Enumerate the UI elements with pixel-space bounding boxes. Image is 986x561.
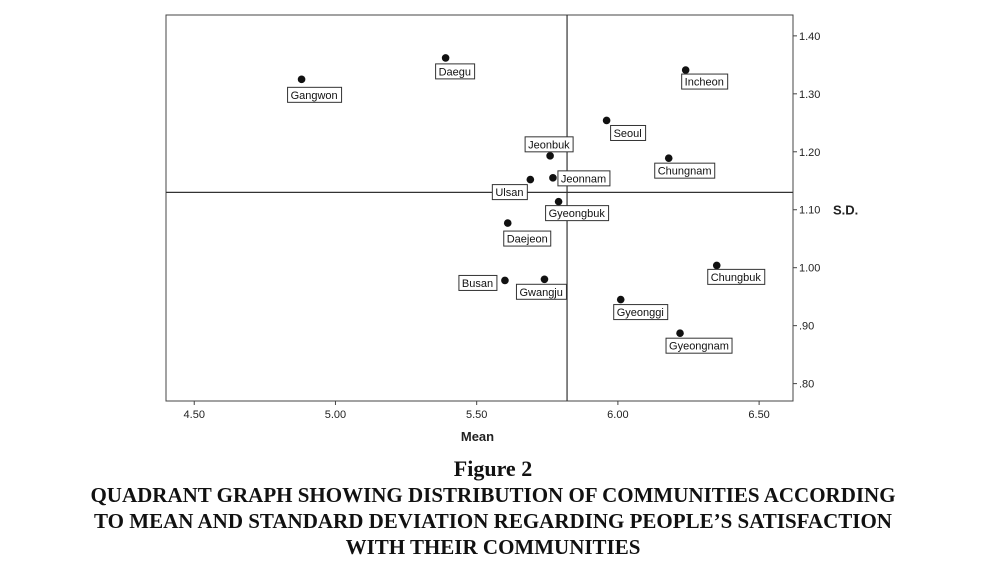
data-point-marker [676,329,684,337]
data-point-label-box [287,86,343,103]
data-point-label: Gangwon [291,90,338,102]
data-point-label: Daegu [439,66,471,78]
data-point-group: Gangwon [287,75,343,103]
data-point-group: Ulsan [491,175,535,201]
data-point-label-box [610,124,647,141]
data-point-label-box [654,162,716,179]
data-point-group: Jeonnam [549,170,611,187]
data-point-label-box [557,170,611,187]
x-tick-label: 6.50 [748,409,769,421]
y-tick-label: .80 [799,379,814,391]
data-point-group: Gwangju [515,275,567,300]
data-point-marker [664,154,673,162]
quadrant-scatter-chart: 4.50 5.00 5.50 6.00 6.50 .80 .90 1.00 1.10 1.20 1… [165,14,858,444]
data-point-group: Chungnam [654,154,716,179]
data-point-label-box [503,230,552,247]
y-tick-label: 1.00 [799,263,820,275]
data-point-label-box [613,304,669,321]
x-axis-title: Mean [461,429,494,444]
x-tick-label: 5.00 [325,409,346,421]
data-point-label-box [458,274,498,291]
plot-frame [165,14,794,402]
x-tick-label: 6.00 [607,409,628,421]
data-point-marker [546,152,554,160]
data-point-group: Jeonbuk [524,136,574,160]
data-point-marker [549,174,557,182]
data-point-label-box [681,73,729,90]
data-point-marker [602,116,611,125]
data-points: Gangwon DaeguIncheonSeoulJeonbukChungnamJ… [287,54,766,354]
x-tick-label: 4.50 [184,409,205,421]
data-point-label-box [515,283,567,300]
data-point-label-box [524,136,574,153]
data-point-group: Incheon [681,66,729,90]
figure-caption: QUADRANT GRAPH SHOWING DISTRIBUTION OF C… [0,482,986,560]
data-point-label: Gyeonggi [617,307,664,319]
x-tick-label: 5.50 [466,409,487,421]
data-point-label: Jeonbuk [528,139,570,151]
data-point-label-box [435,63,476,80]
data-point-label: Gyeongnam [669,341,729,353]
data-point-group: Seoul [602,116,647,141]
data-point-label-box [491,184,528,201]
y-tick-label: 1.10 [799,205,820,217]
data-point-label: Ulsan [495,187,523,199]
data-point-group: Busan [458,274,509,291]
y-axis-title: S.D. [833,203,858,218]
data-point-marker [681,66,690,74]
data-point-marker [503,219,512,227]
data-point-label: Gwangju [519,287,562,299]
data-point-label: Gyeongbuk [549,208,606,220]
data-point-group: Daegu [435,54,476,80]
data-point-label: Busan [462,278,493,290]
data-point-label: Seoul [614,128,642,140]
data-point-marker [540,275,549,284]
data-point-marker [501,276,509,285]
data-point-marker [441,54,450,62]
caption-line-2: TO MEAN AND STANDARD DEVIATION REGARDING… [94,509,892,533]
data-point-group: Gyeonggi [613,295,669,321]
y-tick-label: 1.40 [799,31,820,43]
y-tick-label: 1.30 [799,89,820,101]
data-point-label: Jeonnam [561,173,606,185]
data-point-label: Chungnam [658,166,712,178]
data-point-label-box [665,337,733,354]
y-axis-ticks: .80 .90 1.00 1.10 1.20 1.30 1.40 [793,31,820,391]
figure-number: Figure 2 [453,456,533,481]
data-point-marker [554,197,563,206]
data-point-label-box [707,268,766,285]
data-point-group: Gyeongbuk [545,197,610,222]
data-point-marker [712,261,721,270]
caption-line-3: WITH THEIR COMMUNITIES [345,535,641,559]
data-point-marker [616,295,625,304]
data-point-label: Incheon [685,77,724,89]
data-point-label: Chungbuk [711,272,762,284]
data-point-label-box [545,205,610,222]
x-axis-ticks: 4.50 5.00 5.50 6.00 6.50 [184,401,770,421]
caption-line-1: QUADRANT GRAPH SHOWING DISTRIBUTION OF C… [90,483,896,507]
data-point-group: Gyeongnam [665,329,733,354]
y-tick-label: .90 [799,321,814,333]
data-point-marker [526,175,535,184]
data-point-group: Daejeon [503,219,552,247]
data-point-marker [297,75,306,84]
data-point-label: Daejeon [507,234,548,246]
data-point-group: Chungbuk [707,261,766,285]
y-tick-label: 1.20 [799,147,820,159]
